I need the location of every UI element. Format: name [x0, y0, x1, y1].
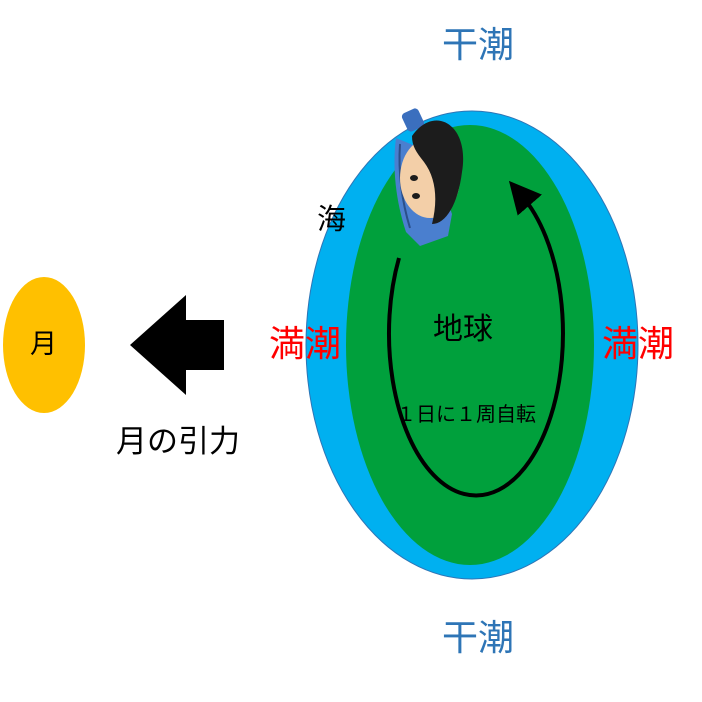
moon-circle	[3, 277, 85, 413]
counterclockwise-arrow-icon	[387, 180, 565, 498]
low-tide-bottom-label: 干潮	[442, 618, 515, 659]
high-tide-left-label: 満潮	[269, 324, 342, 365]
earth-label: 地球	[433, 312, 493, 347]
low-tide-top-label: 干潮	[442, 25, 515, 66]
left-arrow-icon	[130, 295, 224, 395]
person-top-view-icon	[394, 108, 464, 246]
moon-pull-label: 月の引力	[116, 424, 240, 460]
sea-label: 海	[317, 202, 347, 236]
moon-label: 月	[30, 329, 57, 360]
rotation-label: １日に１周自転	[396, 402, 536, 426]
high-tide-right-label: 満潮	[602, 324, 675, 365]
